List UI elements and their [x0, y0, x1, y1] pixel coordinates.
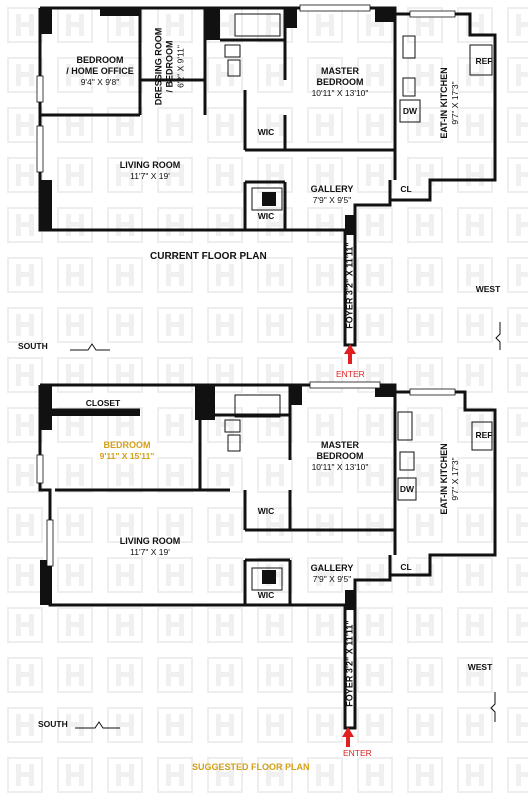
suggested-kitchen-dims: 9'7" X 17'3" — [450, 457, 460, 501]
suggested-west-label: WEST — [467, 662, 493, 672]
suggested-plan-title: SUGGESTED FLOOR PLAN — [192, 762, 310, 772]
suggested-ref-label: REF — [475, 430, 493, 440]
current-dressing-name1: DRESSING ROOM — [153, 27, 164, 106]
suggested-kitchen-label: EAT-IN KITCHEN 9'7" X 17'3" — [439, 434, 461, 524]
current-living-label: LIVING ROOM 11'7" X 19' — [110, 160, 190, 182]
current-master-name2: BEDROOM — [316, 77, 364, 87]
suggested-plan-solid — [40, 385, 395, 610]
current-foyer-label: FOYER 3'2" X 11'11" — [345, 236, 356, 336]
suggested-gallery-dims: 7'9" X 9'5" — [312, 574, 352, 584]
current-fixtures — [224, 13, 493, 211]
current-foyer-text: FOYER 3'2" X 11'11" — [344, 242, 355, 329]
current-bedroom-dims: 9'4" X 9'8" — [80, 77, 120, 87]
current-master-name1: MASTER — [321, 66, 359, 76]
suggested-foyer-text: FOYER 3'2" X 11'11" — [344, 620, 355, 707]
enter-arrows — [342, 344, 356, 747]
suggested-living-label: LIVING ROOM 11'7" X 19' — [110, 536, 190, 558]
current-ref-label: REF — [475, 56, 493, 66]
current-windows — [36, 4, 456, 173]
suggested-master-dims: 10'11" X 13'10" — [311, 462, 369, 472]
suggested-south-label: SOUTH — [38, 719, 68, 729]
current-dw-label: DW — [402, 106, 418, 116]
current-bedroom-name1: BEDROOM — [76, 55, 124, 65]
suggested-kitchen-name: EAT-IN KITCHEN — [439, 443, 449, 515]
current-dressing-label: DRESSING ROOM / BEDROOM 6'2" X 9'11" — [154, 27, 187, 107]
current-cl-label: CL — [400, 184, 412, 194]
suggested-foyer-label: FOYER 3'2" X 11'11" — [345, 614, 356, 714]
suggested-wic1-label: WIC — [257, 506, 275, 516]
suggested-gallery-name: GALLERY — [310, 563, 354, 573]
current-master-label: MASTER BEDROOM 10'11" X 13'10" — [300, 66, 380, 99]
suggested-bedroom-label: BEDROOM 9'11" X 15'11" — [82, 440, 172, 462]
current-plan-solid — [40, 8, 395, 235]
current-dressing-name2: / BEDROOM — [164, 40, 175, 93]
current-living-dims: 11'7" X 19' — [130, 171, 170, 181]
suggested-bedroom-name: BEDROOM — [103, 440, 151, 450]
suggested-living-dims: 11'7" X 19' — [130, 547, 170, 557]
current-kitchen-label: EAT-IN KITCHEN 9'7" X 17'3" — [439, 58, 461, 148]
current-gallery-label: GALLERY 7'9" X 9'5" — [302, 184, 362, 206]
suggested-dw-label: DW — [399, 484, 415, 494]
suggested-closet-label: CLOSET — [85, 398, 121, 408]
current-bedroom-label: BEDROOM / HOME OFFICE 9'4" X 9'8" — [55, 55, 145, 88]
compass-marks — [70, 322, 501, 729]
suggested-master-name2: BEDROOM — [316, 451, 364, 461]
current-west-label: WEST — [475, 284, 501, 294]
current-wic1-label: WIC — [257, 127, 275, 137]
suggested-master-label: MASTER BEDROOM 10'11" X 13'10" — [300, 440, 380, 473]
suggested-wic2-label: WIC — [257, 590, 275, 600]
current-gallery-dims: 7'9" X 9'5" — [312, 195, 352, 205]
current-dressing-dims: 6'2" X 9'11" — [175, 45, 186, 88]
current-plan-title: CURRENT FLOOR PLAN — [150, 251, 267, 262]
suggested-cl-label: CL — [400, 562, 412, 572]
suggested-fixtures — [224, 394, 493, 591]
current-kitchen-name: EAT-IN KITCHEN — [439, 67, 449, 139]
suggested-windows — [36, 381, 456, 567]
current-bedroom-name2: / HOME OFFICE — [66, 66, 134, 76]
suggested-enter-label: ENTER — [343, 748, 372, 758]
current-living-name: LIVING ROOM — [119, 160, 181, 170]
current-kitchen-dims: 9'7" X 17'3" — [450, 81, 460, 125]
current-enter-label: ENTER — [336, 369, 365, 379]
current-gallery-name: GALLERY — [310, 184, 354, 194]
suggested-living-name: LIVING ROOM — [119, 536, 181, 546]
suggested-bedroom-dims: 9'11" X 15'11" — [99, 451, 155, 461]
suggested-gallery-label: GALLERY 7'9" X 9'5" — [302, 563, 362, 585]
suggested-master-name1: MASTER — [321, 440, 359, 450]
current-wic2-label: WIC — [257, 211, 275, 221]
current-south-label: SOUTH — [18, 341, 48, 351]
current-master-dims: 10'11" X 13'10" — [311, 88, 369, 98]
